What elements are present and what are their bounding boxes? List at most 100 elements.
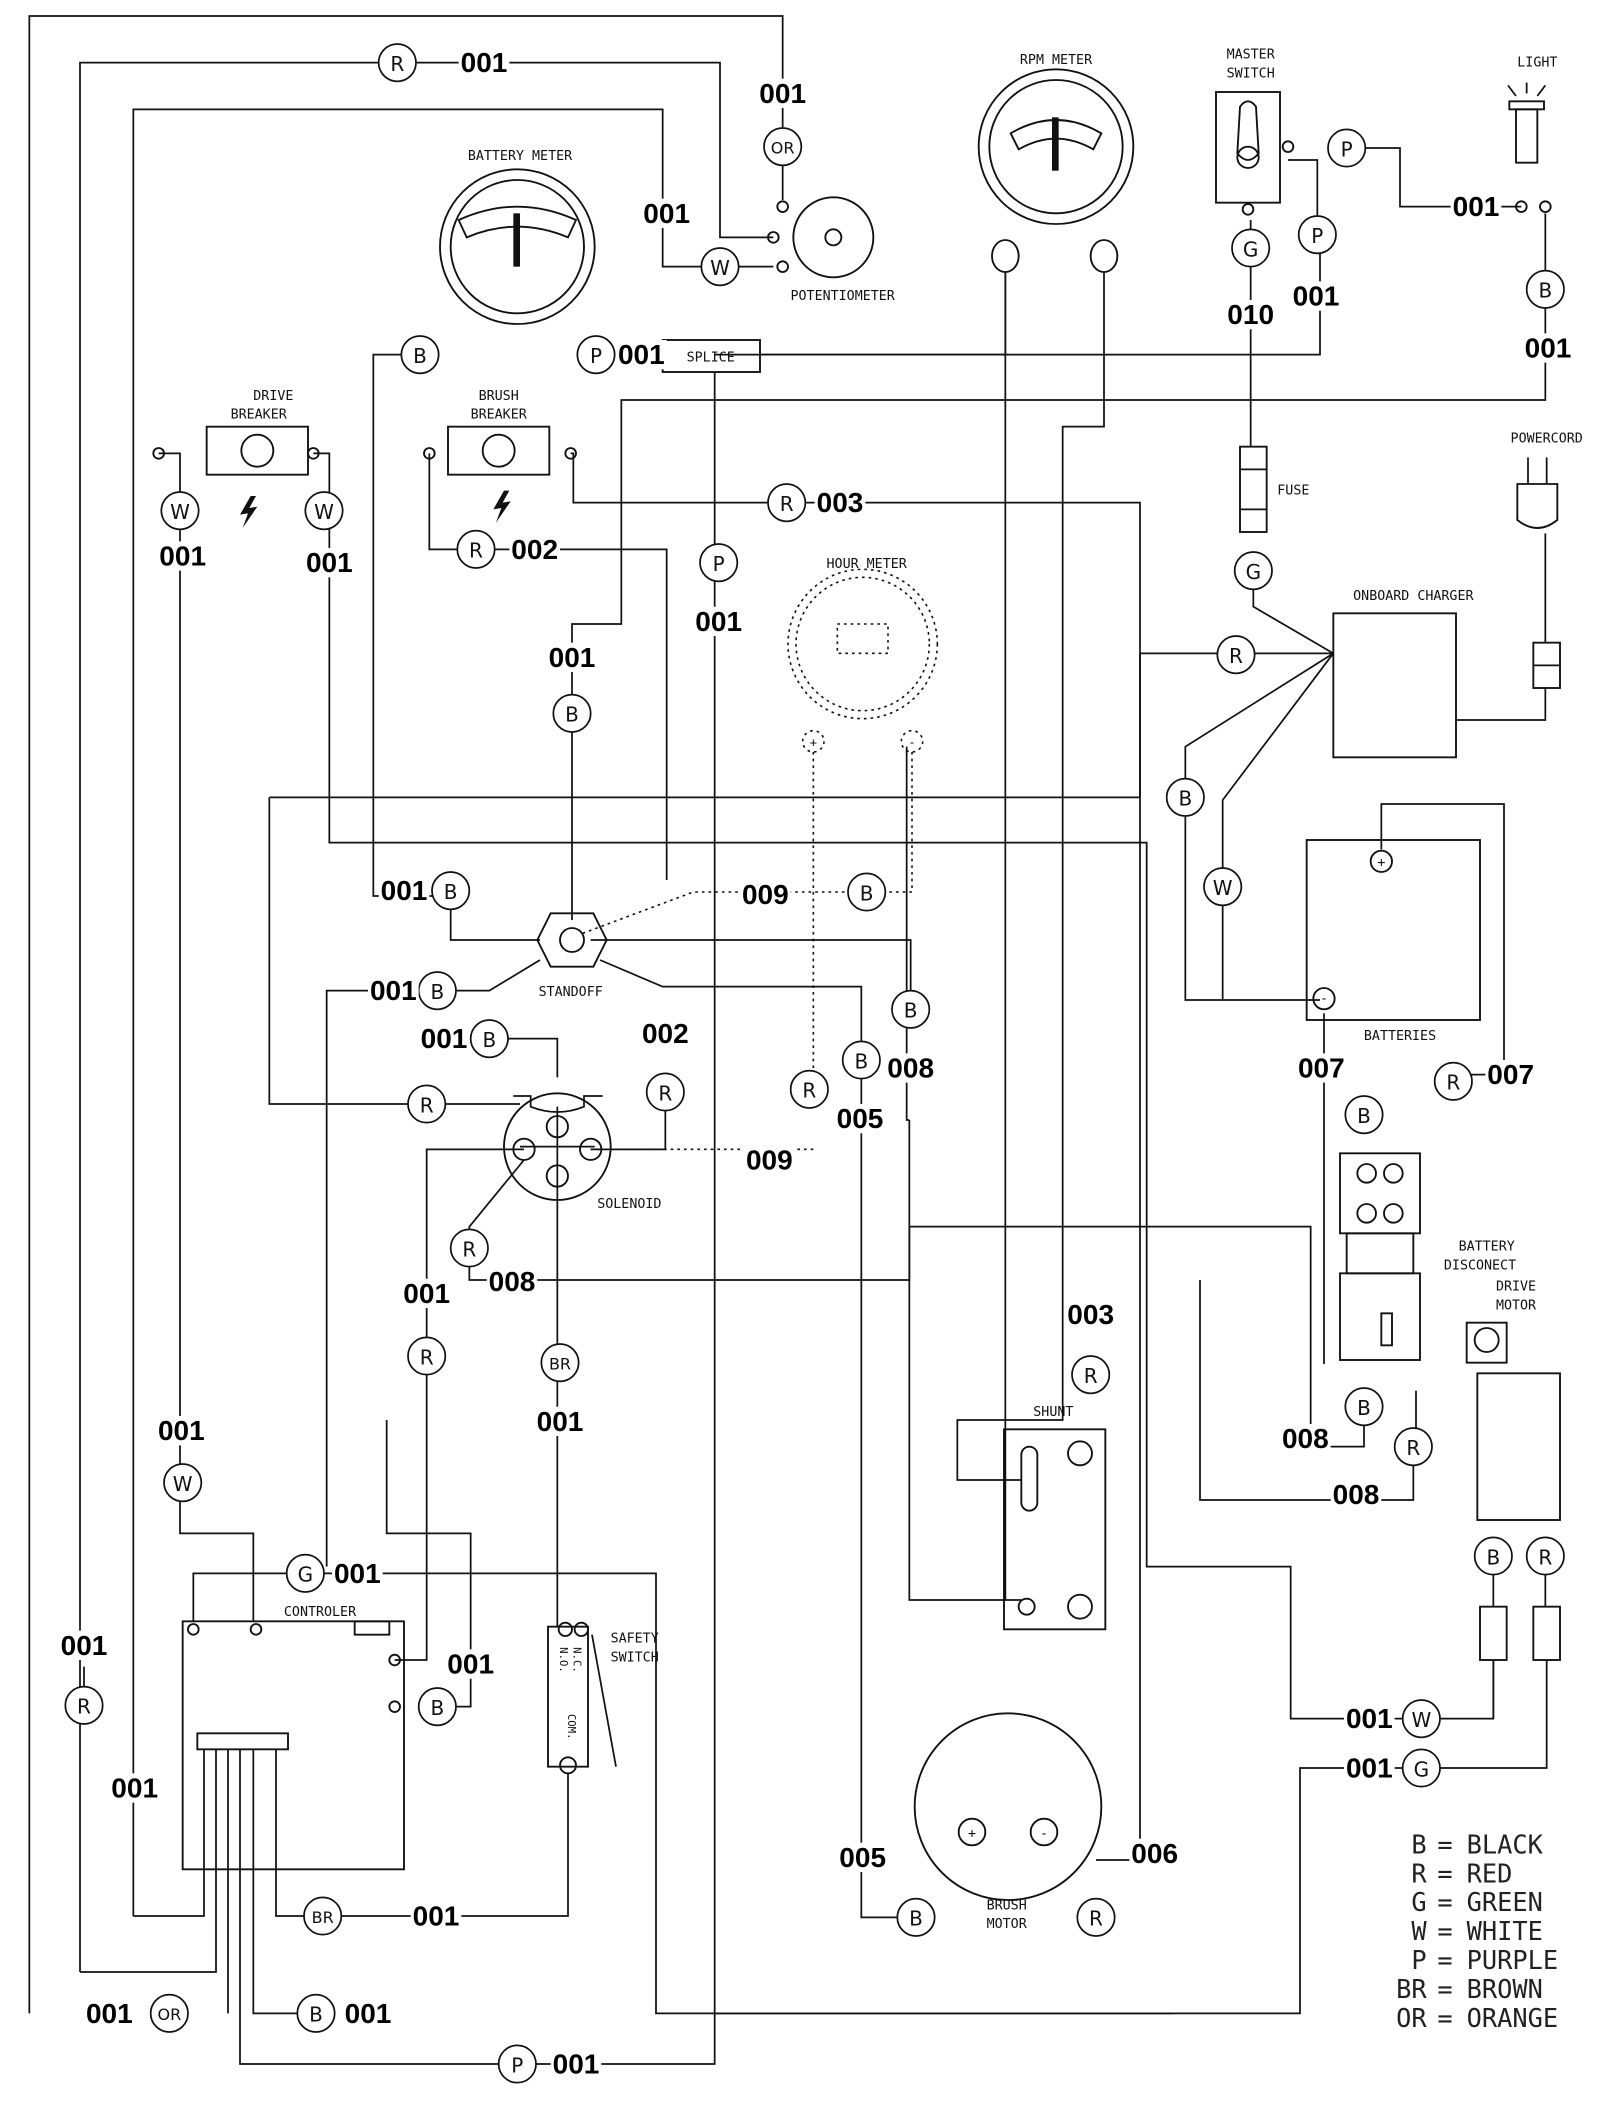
master-switch[interactable]: MASTER SWITCH bbox=[1215, 48, 1295, 216]
wire-connector: R bbox=[407, 1084, 447, 1124]
wire-number: 001 bbox=[306, 547, 353, 578]
wire bbox=[1456, 688, 1547, 721]
standoff: STANDOFF bbox=[536, 912, 608, 1000]
brush-motor-label-2: MOTOR bbox=[987, 1917, 1028, 1932]
wire-number: 008 bbox=[1333, 1479, 1380, 1510]
wire bbox=[252, 1749, 316, 2015]
wire-number: 001 bbox=[553, 2049, 600, 2080]
legend-color-name: BROWN bbox=[1467, 1974, 1543, 2004]
wire-number: 008 bbox=[489, 1266, 536, 1297]
wire-connector: G bbox=[1233, 551, 1273, 591]
connector-color-code: W bbox=[173, 1472, 193, 1496]
connector-color-code: P bbox=[713, 552, 725, 576]
wire-connector: W bbox=[1401, 1699, 1441, 1739]
connector-color-code: B bbox=[430, 1696, 444, 1720]
wire-number: 001 bbox=[1346, 1703, 1393, 1734]
drive-motor: DRIVE MOTOR bbox=[1465, 1280, 1561, 1661]
wire bbox=[571, 213, 1547, 920]
wire-connector: R bbox=[1216, 635, 1256, 675]
connector-color-code: B bbox=[309, 2003, 323, 2027]
brush-motor: + - BRUSH MOTOR bbox=[913, 1712, 1103, 1932]
wire-connector: B bbox=[296, 1993, 336, 2033]
connector-color-code: B bbox=[413, 344, 427, 368]
wire-connector: W bbox=[304, 491, 344, 531]
connector-color-code: R bbox=[1406, 1436, 1420, 1460]
wire-connector: R bbox=[645, 1072, 685, 1112]
wire bbox=[956, 272, 1105, 1481]
potentiometer-label: POTENTIOMETER bbox=[791, 289, 896, 304]
connector-color-code: B bbox=[1357, 1104, 1371, 1128]
wire-number: 001 bbox=[111, 1773, 158, 1804]
wire-connector: R bbox=[1525, 1536, 1565, 1576]
battery-disconnect[interactable]: BATTERY DISCONECT bbox=[1339, 1152, 1516, 1361]
wire bbox=[760, 272, 1007, 356]
wire-number: 002 bbox=[642, 1018, 689, 1049]
batteries: + - BATTERIES bbox=[1305, 839, 1481, 1044]
safety-switch[interactable]: N.C. N.O. COM. SAFETY SWITCH bbox=[547, 1621, 659, 1775]
legend-equals: = bbox=[1437, 1858, 1452, 1888]
connector-color-code: R bbox=[420, 1345, 434, 1369]
wire-number: 001 bbox=[421, 1023, 468, 1054]
battery-minus: - bbox=[1320, 992, 1328, 1007]
wire-connector: R bbox=[64, 1685, 104, 1725]
safety-switch-label-2: SWITCH bbox=[611, 1650, 659, 1665]
connector-color-code: R bbox=[780, 492, 794, 516]
wire-number: 002 bbox=[511, 534, 558, 565]
controller: CONTROLER bbox=[181, 1605, 405, 1871]
legend-equals: = bbox=[1437, 1829, 1452, 1859]
wire-connector: G bbox=[1401, 1748, 1441, 1788]
master-switch-label-1: MASTER bbox=[1227, 48, 1276, 63]
legend-color-name: BLACK bbox=[1467, 1829, 1544, 1859]
shunt: SHUNT bbox=[1003, 1405, 1107, 1631]
wire-connector: B bbox=[891, 989, 931, 1029]
connector-color-code: W bbox=[1213, 876, 1233, 900]
wire bbox=[1199, 1280, 1415, 1501]
powercord[interactable]: POWERCORD bbox=[1511, 432, 1583, 689]
hour-meter-wire bbox=[582, 891, 850, 935]
drive-breaker-label-1: DRIVE bbox=[253, 389, 293, 404]
connector-color-code: G bbox=[1243, 237, 1259, 261]
wire-connector: R bbox=[1433, 1061, 1473, 1101]
connector-color-code: B bbox=[909, 1907, 923, 1931]
controller-label: CONTROLER bbox=[284, 1605, 357, 1620]
safety-switch-no: N.O. bbox=[557, 1647, 570, 1673]
wire-connector: R bbox=[1071, 1355, 1111, 1395]
connector-color-code: G bbox=[1246, 560, 1262, 584]
wire-connector: P bbox=[497, 2044, 537, 2084]
wire-connector: B bbox=[841, 1040, 881, 1080]
fuse: FUSE bbox=[1239, 445, 1309, 533]
wire bbox=[269, 652, 1334, 799]
legend-color-name: GREEN bbox=[1467, 1887, 1543, 1917]
wire bbox=[340, 1773, 569, 1917]
wire-connector: R bbox=[767, 483, 807, 523]
onboard-charger: ONBOARD CHARGER bbox=[1332, 589, 1474, 759]
connector-color-code: R bbox=[469, 539, 483, 563]
brush-breaker[interactable]: BRUSH BREAKER bbox=[423, 389, 577, 523]
legend-code: P bbox=[1411, 1945, 1426, 1975]
wire-number: 001 bbox=[695, 606, 742, 637]
connector-color-code: R bbox=[390, 52, 404, 76]
wire bbox=[1184, 652, 1334, 1001]
wire-number: 008 bbox=[887, 1053, 934, 1084]
solenoid: SOLENOID bbox=[503, 1092, 661, 1212]
wire-connector: R bbox=[456, 529, 496, 569]
wire-number: 010 bbox=[1227, 299, 1274, 330]
wire-number: 001 bbox=[461, 47, 508, 78]
connector-color-code: R bbox=[1084, 1364, 1098, 1388]
connector-color-code: B bbox=[1486, 1545, 1500, 1569]
wire bbox=[239, 1749, 500, 2065]
legend-code: OR bbox=[1396, 2003, 1427, 2033]
legend-equals: = bbox=[1437, 2003, 1452, 2033]
wire-number: 001 bbox=[759, 78, 806, 109]
wire-number: 001 bbox=[618, 339, 665, 370]
connector-color-code: P bbox=[511, 2053, 523, 2077]
connector-color-code: P bbox=[590, 344, 602, 368]
connector-color-code: B bbox=[904, 999, 918, 1023]
potentiometer[interactable]: POTENTIOMETER bbox=[767, 196, 896, 304]
color-legend: B=BLACKR=REDG=GREENW=WHITEP=PURPLEBR=BRO… bbox=[1396, 1829, 1558, 2033]
legend-color-name: WHITE bbox=[1467, 1916, 1543, 1946]
drive-breaker[interactable]: DRIVE BREAKER bbox=[152, 389, 320, 528]
wire-number: 001 bbox=[1453, 191, 1500, 222]
solenoid-label: SOLENOID bbox=[597, 1197, 661, 1212]
